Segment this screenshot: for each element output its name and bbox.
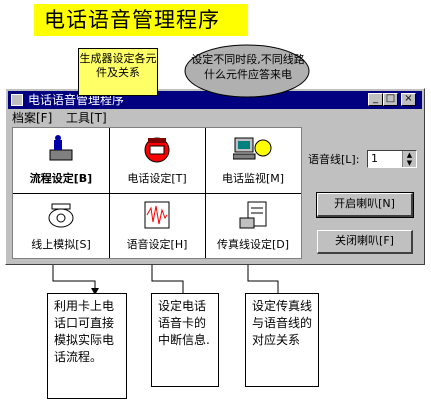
simulation-note: 利用卡上电话口可直接模拟实际电话流程。 — [47, 293, 127, 399]
voice-setting-icon — [144, 201, 170, 229]
generator-callout: 生成器设定各元件及关系 — [78, 48, 158, 96]
voice-line-spinner[interactable]: 1 ▲▼ — [367, 150, 417, 168]
flow-setting-button[interactable]: 流程设定[B] — [13, 128, 109, 193]
phone-monitor-label: 电话监视[M] — [221, 172, 285, 185]
timeslot-callout-text: 设定不同时段,不同线路什么元件应答来电 — [191, 53, 305, 81]
voice-setting-label: 语音设定[H] — [126, 238, 188, 251]
menu-file[interactable]: 档案[F] — [12, 111, 53, 125]
timeslot-cloud — [184, 44, 310, 98]
app-icon — [11, 94, 23, 106]
minimize-button[interactable]: _ — [368, 93, 383, 106]
fax-line-setting-button[interactable]: 传真线设定[D] — [205, 194, 301, 259]
menu-tools[interactable]: 工具[T] — [66, 111, 107, 125]
online-simulation-label: 线上模拟[S] — [31, 238, 91, 251]
spinner-arrows-icon[interactable]: ▲▼ — [402, 151, 416, 167]
voice-line-label: 语音线[L]: — [308, 153, 360, 166]
voice-note: 设定电话语音卡的中断信息. — [151, 293, 219, 387]
banner: 电话语音管理程序 — [34, 4, 248, 36]
function-grid: 流程设定[B] 电话设定[T] 电话监视[M] — [12, 127, 302, 259]
window-title: 电话语音管理程序 — [28, 93, 125, 107]
maximize-button[interactable]: □ — [383, 93, 398, 106]
online-simulation-icon — [48, 203, 74, 228]
voice-line-value: 1 — [371, 152, 378, 165]
online-simulation-button[interactable]: 线上模拟[S] — [13, 194, 109, 259]
close-button[interactable]: × — [401, 93, 416, 106]
phone-setting-icon — [144, 137, 170, 163]
flow-setting-label: 流程设定[B] — [29, 172, 93, 185]
voice-setting-button[interactable]: 语音设定[H] — [109, 194, 205, 259]
close-speaker-button[interactable]: 关闭喇叭[F] — [317, 230, 413, 254]
phone-monitor-button[interactable]: 电话监视[M] — [205, 128, 301, 193]
app-window: 电话语音管理程序 _ □ × 档案[F] 工具[T] 流程设定[B] 电话设定[… — [5, 88, 425, 265]
phone-setting-label: 电话设定[T] — [127, 172, 187, 185]
menu-bar: 档案[F] 工具[T] — [8, 110, 422, 126]
fax-line-setting-icon — [239, 201, 267, 229]
fax-line-setting-label: 传真线设定[D] — [216, 238, 290, 251]
open-speaker-button[interactable]: 开启喇叭[N] — [316, 192, 414, 218]
phone-setting-button[interactable]: 电话设定[T] — [109, 128, 205, 193]
fax-note: 设定传真线与语音线的对应关系 — [245, 293, 319, 387]
flow-setting-icon — [49, 135, 73, 161]
phone-monitor-icon — [233, 137, 272, 160]
banner-title: 电话语音管理程序 — [44, 8, 220, 32]
